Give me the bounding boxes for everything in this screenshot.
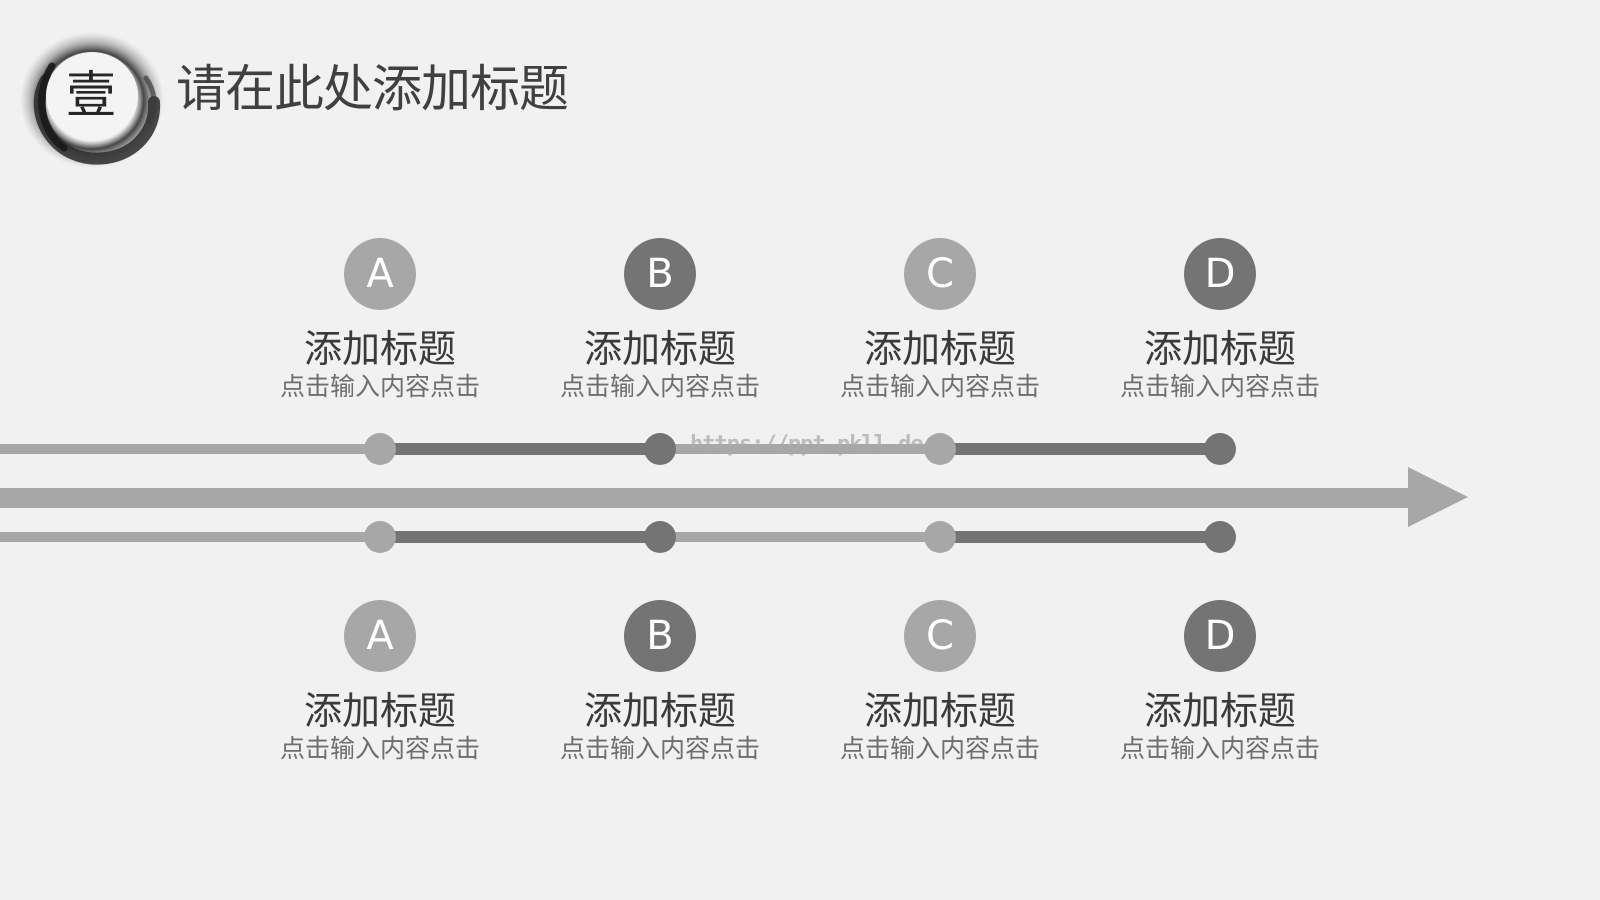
ink-circle-badge: 壹 <box>16 30 166 170</box>
item-description[interactable]: 点击输入内容点击 <box>1119 734 1320 763</box>
letter-badge: C <box>904 238 976 310</box>
item-title[interactable]: 添加标题 <box>303 327 456 371</box>
letter-badge: C <box>904 600 976 672</box>
item-title[interactable]: 添加标题 <box>863 327 1016 371</box>
item-description[interactable]: 点击输入内容点击 <box>279 372 480 401</box>
item-description[interactable]: 点击输入内容点击 <box>839 372 1040 401</box>
top-item-b[interactable]: B 添加标题 点击输入内容点击 <box>530 238 790 402</box>
upper-track-base <box>0 444 380 454</box>
upper-node-c <box>924 433 956 465</box>
lower-track-base <box>0 532 380 542</box>
bottom-item-b[interactable]: B 添加标题 点击输入内容点击 <box>530 600 790 764</box>
main-arrow-shaft <box>0 488 1410 508</box>
upper-track-seg-cd <box>940 443 1220 455</box>
letter-badge: A <box>344 600 416 672</box>
letter-badge: B <box>624 600 696 672</box>
item-description[interactable]: 点击输入内容点击 <box>1119 372 1320 401</box>
lower-track-seg-ab <box>380 531 660 543</box>
item-title[interactable]: 添加标题 <box>1143 327 1296 371</box>
bottom-item-c[interactable]: C 添加标题 点击输入内容点击 <box>810 600 1070 764</box>
item-description[interactable]: 点击输入内容点击 <box>839 734 1040 763</box>
letter-badge: B <box>624 238 696 310</box>
lower-node-a <box>364 521 396 553</box>
item-description[interactable]: 点击输入内容点击 <box>559 372 760 401</box>
item-description[interactable]: 点击输入内容点击 <box>559 734 760 763</box>
upper-node-d <box>1204 433 1236 465</box>
letter-badge: A <box>344 238 416 310</box>
item-description[interactable]: 点击输入内容点击 <box>279 734 480 763</box>
page-title: 请在此处添加标题 <box>176 60 569 118</box>
upper-track-seg-bc <box>660 444 940 454</box>
top-item-a[interactable]: A 添加标题 点击输入内容点击 <box>250 238 510 402</box>
top-item-d[interactable]: D 添加标题 点击输入内容点击 <box>1090 238 1350 402</box>
item-title[interactable]: 添加标题 <box>583 327 736 371</box>
item-title[interactable]: 添加标题 <box>303 689 456 733</box>
section-number: 壹 <box>66 66 116 124</box>
letter-badge: D <box>1184 600 1256 672</box>
upper-track-seg-ab <box>380 443 660 455</box>
lower-track-seg-bc <box>660 532 940 542</box>
item-title[interactable]: 添加标题 <box>863 689 1016 733</box>
ink-brush-circle-icon <box>20 32 164 168</box>
bottom-item-d[interactable]: D 添加标题 点击输入内容点击 <box>1090 600 1350 764</box>
bottom-item-a[interactable]: A 添加标题 点击输入内容点击 <box>250 600 510 764</box>
watermark: https://ppt.pkll.de <box>690 432 924 457</box>
top-item-c[interactable]: C 添加标题 点击输入内容点击 <box>810 238 1070 402</box>
lower-track-seg-cd <box>940 531 1220 543</box>
lower-node-c <box>924 521 956 553</box>
upper-node-a <box>364 433 396 465</box>
item-title[interactable]: 添加标题 <box>1143 689 1296 733</box>
lower-node-d <box>1204 521 1236 553</box>
upper-node-b <box>644 433 676 465</box>
item-title[interactable]: 添加标题 <box>583 689 736 733</box>
main-arrow-head <box>1408 467 1468 527</box>
lower-node-b <box>644 521 676 553</box>
letter-badge: D <box>1184 238 1256 310</box>
